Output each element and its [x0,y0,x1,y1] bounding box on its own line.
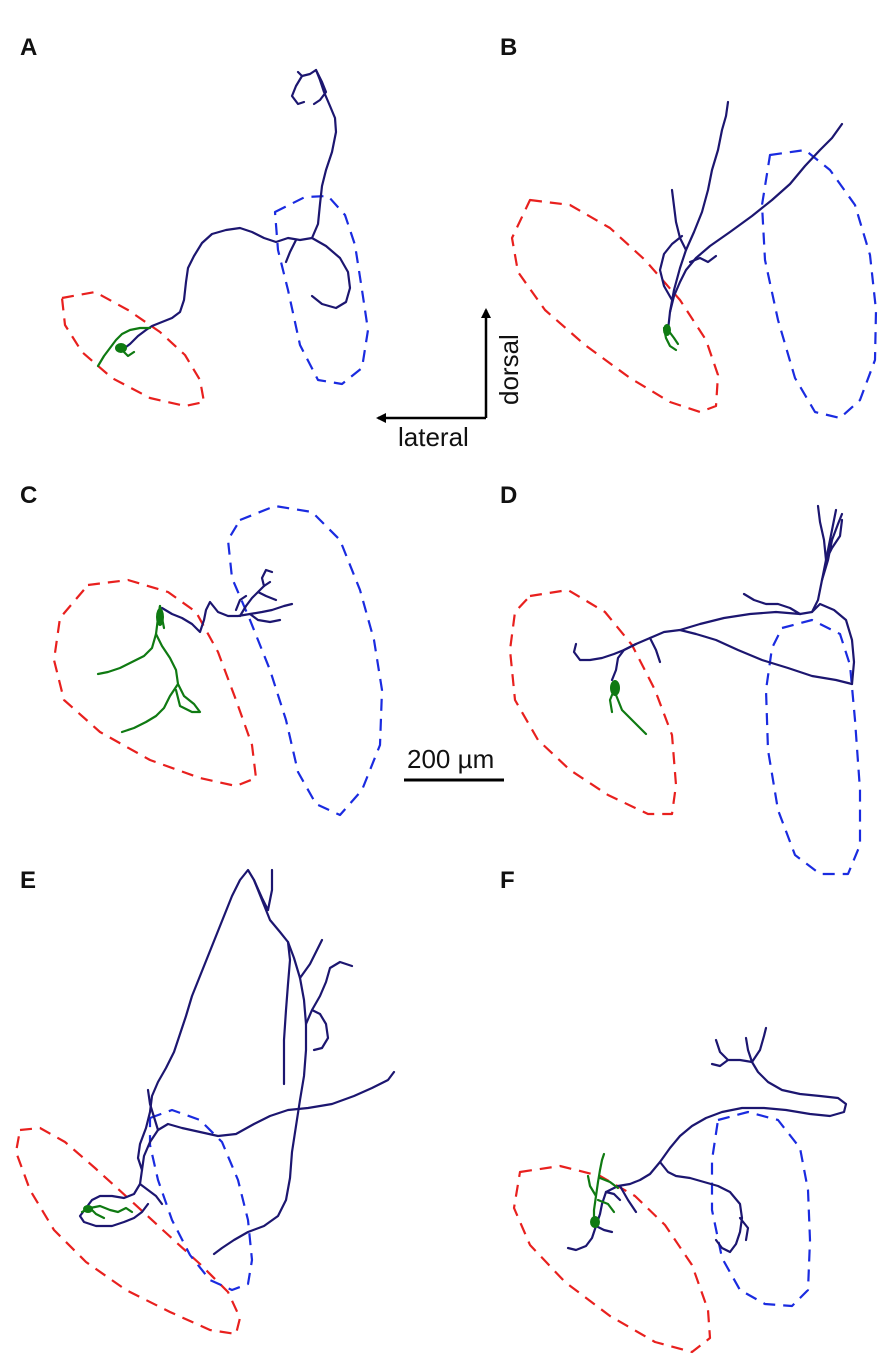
panel-label-e: E [20,867,36,894]
soma [156,608,164,626]
axon-branch [298,938,354,1052]
axon-branch [212,878,308,1256]
dorsal-label: dorsal [494,334,524,405]
panel-c: C [20,482,384,817]
lateral-label: lateral [398,422,469,452]
axon-branch [688,254,718,264]
dendrite-trace [96,604,162,676]
axon-branch [670,188,688,252]
axon-trace [120,68,338,352]
axon-branch [238,580,282,624]
dendrite-trace [608,688,648,736]
axon-trace [84,1070,396,1210]
blue-region-outline [710,1110,812,1308]
scale-bar-label: 200 µm [407,744,494,774]
axon-branch [310,236,352,310]
axon-branch [710,1026,768,1068]
panel-label-c: C [20,482,37,509]
panel-label-b: B [500,34,517,61]
blue-region-outline [760,148,878,420]
blue-region-outline [273,194,370,386]
axon-branch [668,100,730,314]
axon-branch [234,568,274,612]
scale-bar: 200 µm [404,744,504,782]
panel-a: A [20,34,370,408]
panel-f: F [500,867,848,1354]
dendrite-trace [586,1152,620,1224]
blue-region-outline [148,1108,254,1292]
blue-region-outline [226,504,384,817]
red-region-outline [508,588,678,816]
axon-trace [666,122,844,332]
axon-branch [658,234,684,302]
axon-branch [810,508,856,686]
soma [590,1216,600,1228]
axon-branch [284,238,298,264]
axon-branch [78,1088,164,1228]
axon-branch [136,868,270,1172]
axon-branch [566,1184,638,1252]
panel-b: B [500,34,878,420]
axon-branch [312,68,328,106]
soma [663,324,671,336]
panel-label-f: F [500,867,515,894]
axon-branch [658,1160,750,1254]
panel-label-d: D [500,482,517,509]
axon-trace [160,600,294,634]
red-region-outline [52,578,258,788]
red-region-outline [14,1126,242,1336]
dendrite-branch [120,632,202,734]
red-region-outline [60,290,206,408]
soma [610,680,620,696]
blue-region-outline [764,618,862,876]
axon-branch [266,868,292,1086]
axon-branch [572,592,802,664]
axon-trace [610,504,854,686]
red-region-outline [512,1164,712,1354]
soma [83,1205,93,1213]
panel-d: D [500,482,862,876]
orientation-indicator: dorsal lateral [376,308,524,452]
panel-e: E [14,867,396,1336]
soma [115,343,127,353]
panel-label-a: A [20,34,37,61]
red-region-outline [510,198,720,414]
axon-trace [604,1060,848,1194]
axon-branch [290,74,306,106]
